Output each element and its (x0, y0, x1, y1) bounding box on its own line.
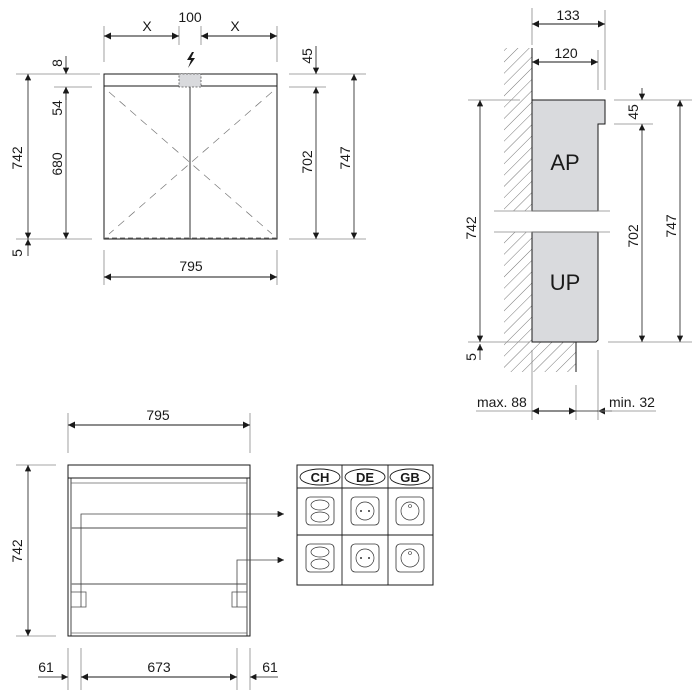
dim-680: 680 (49, 152, 65, 176)
bottom-view: 795 742 61 673 61 (9, 407, 284, 690)
socket-de-icon (350, 496, 380, 526)
dim-795: 795 (179, 258, 203, 274)
dim-5: 5 (9, 249, 25, 257)
dim-61-left: 61 (38, 659, 54, 675)
socket-ch-icon (305, 543, 335, 573)
socket-de-icon (350, 543, 380, 573)
dim-45: 45 (299, 48, 315, 64)
socket-ch-icon (305, 496, 335, 526)
dim-742: 742 (9, 146, 25, 170)
socket-gb-icon (395, 496, 425, 526)
socket-gb-icon (395, 543, 425, 573)
dim-x-left: X (142, 18, 152, 34)
dim-702: 702 (299, 150, 315, 174)
dim-100: 100 (178, 9, 202, 25)
label-ap: AP (550, 150, 579, 175)
front-view: X 100 X 742 680 54 8 5 45 (9, 9, 366, 285)
dim-8: 8 (49, 59, 65, 67)
socket-table: CH DE GB (296, 464, 434, 586)
side-dim-45: 45 (625, 104, 641, 120)
bottom-dim-742: 742 (9, 539, 25, 563)
dim-max-88: max. 88 (477, 394, 527, 410)
dim-54: 54 (49, 100, 65, 116)
side-view: AP UP 133 120 742 5 45 702 747 (463, 7, 692, 420)
dim-747: 747 (337, 146, 353, 170)
header-gb: GB (400, 470, 420, 485)
lightning-icon (187, 52, 195, 68)
side-dim-5: 5 (463, 353, 479, 361)
dim-133: 133 (556, 7, 580, 23)
label-up: UP (550, 270, 581, 295)
header-de: DE (356, 470, 374, 485)
side-dim-742: 742 (463, 216, 479, 240)
power-box (178, 73, 202, 88)
dim-673: 673 (147, 659, 171, 675)
dim-120: 120 (554, 45, 578, 61)
header-ch: CH (311, 470, 330, 485)
dim-min-32: min. 32 (609, 394, 655, 410)
dim-x-right: X (230, 18, 240, 34)
dim-61-right: 61 (262, 659, 278, 675)
side-dim-747: 747 (663, 214, 679, 238)
bottom-dim-795: 795 (146, 407, 170, 423)
side-dim-702: 702 (625, 224, 641, 248)
